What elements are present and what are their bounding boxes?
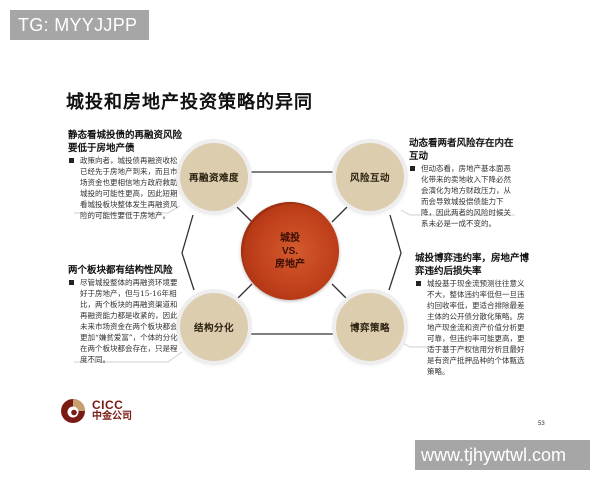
bullet-icon [69, 280, 74, 285]
textbox-heading: 两个板块都有结构性风险 [68, 265, 173, 276]
bullet-icon [410, 166, 415, 171]
logo-text-en: CICC [92, 398, 124, 412]
circle-game-strategy: 博弈策略 [336, 293, 404, 361]
textbox-body: 政策向者，城投债再融资收松已经先于房地产到来，而且市场资金也更相信地方政府救助城… [68, 155, 184, 221]
textbox-body: 尽管城投整体的再融资环境要好于房地产，但与15-16年相比，两个板块的再融资渠道… [68, 277, 180, 365]
bullet-icon [416, 281, 421, 286]
watermark-top: TG: MYYJJPP [10, 10, 149, 40]
bullet-icon [69, 158, 74, 163]
center-circle: 城投 VS. 房地产 [241, 202, 339, 300]
circle-structural-divergence: 结构分化 [180, 293, 248, 361]
textbox-heading: 静态看城投债的再融资风险要低于房地产债 [68, 130, 183, 154]
textbox-heading: 城投博弈违约率，房地产博弈违约后损失率 [415, 253, 530, 277]
page-number: 53 [538, 421, 545, 427]
logo-text-cn: 中金公司 [92, 411, 132, 422]
cicc-logo-icon [61, 399, 85, 423]
textbox-heading: 动态看两者风险存在内在互动 [409, 138, 514, 162]
textbox-risk-interaction: 动态看两者风险存在内在互动 但动态看，房地产基本面恶化带来的卖地收入下降必然会演… [409, 137, 517, 229]
textbox-body: 城投基于现金流预测往往意义不大，整体违约率低但一旦违约回收率低，更适合排除最差主… [415, 278, 529, 377]
textbox-refinancing: 静态看城投债的再融资风险要低于房地产债 政策向者，城投债再融资收松已经先于房地产… [68, 129, 184, 221]
circle-risk-interaction: 风险互动 [336, 143, 404, 211]
textbox-structural-risk: 两个板块都有结构性风险 尽管城投整体的再融资环境要好于房地产，但与15-16年相… [68, 264, 180, 365]
cicc-logo: CICC 中金公司 [60, 398, 132, 424]
slide-title: 城投和房地产投资策略的异同 [66, 92, 313, 113]
watermark-bottom: www.tjhywtwl.com [415, 440, 590, 470]
textbox-body: 但动态看，房地产基本面恶化带来的卖地收入下降必然会演化为地方财政压力，从而会导致… [409, 163, 517, 229]
textbox-game-strategy: 城投博弈违约率，房地产博弈违约后损失率 城投基于现金流预测往往意义不大，整体违约… [415, 252, 529, 377]
circle-refinancing-difficulty: 再融资难度 [180, 143, 248, 211]
